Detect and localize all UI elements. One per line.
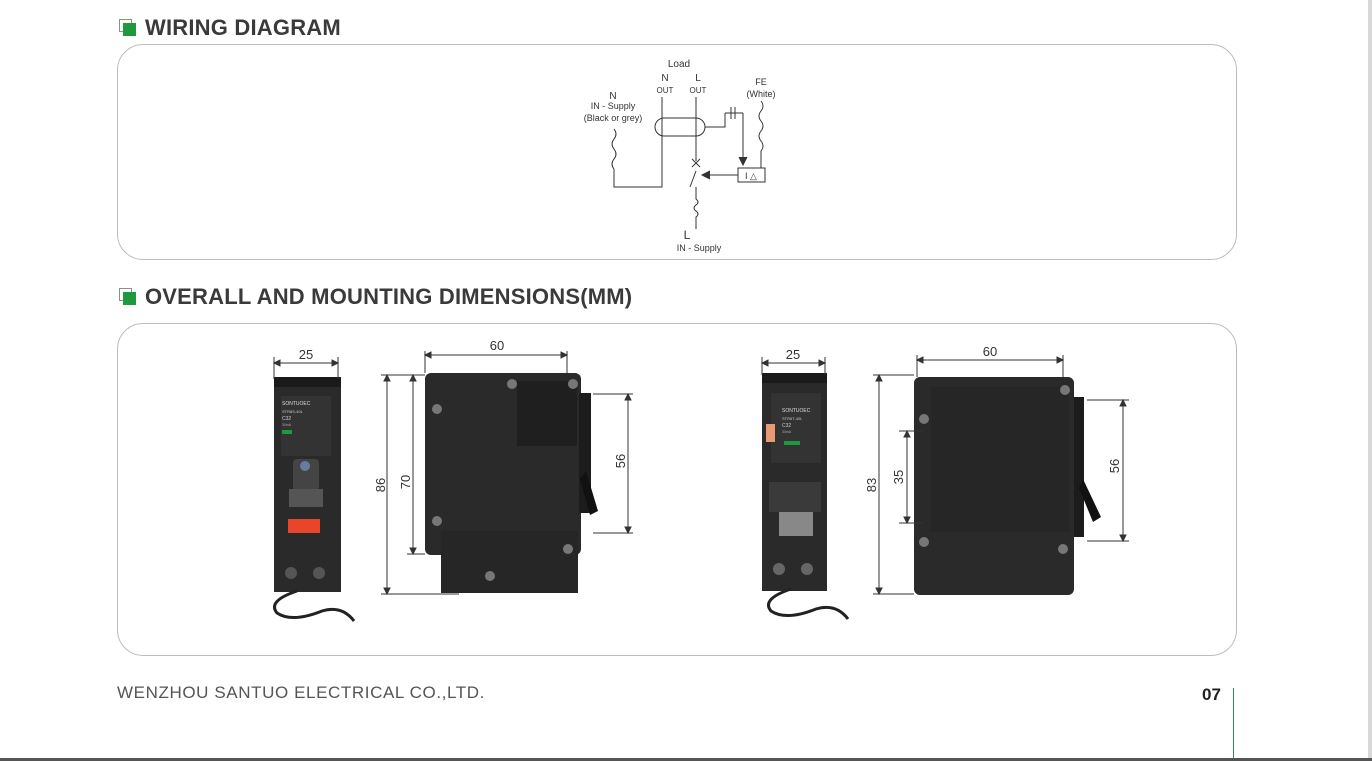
contact-cross [691, 158, 701, 168]
wiring-section-title: WIRING DIAGRAM [119, 15, 341, 41]
l-out-label: OUT [690, 86, 707, 95]
dimensions-panel: SONTUOEC STR8S-40L C32 30mA 25 [117, 323, 1237, 656]
screw-icon [485, 571, 495, 581]
status-window [766, 424, 775, 442]
load-label: Load [668, 59, 690, 70]
toggle-lever [779, 512, 813, 536]
product1-front-width: 25 [299, 347, 313, 362]
screw-icon [432, 516, 442, 526]
screw-icon [919, 537, 929, 547]
product1-overall-height: 86 [373, 478, 388, 492]
screw-icon [1058, 544, 1068, 554]
product2-sensitivity: 30mA [782, 430, 792, 434]
dimension-drawings: SONTUOEC STR8S-40L C32 30mA 25 [272, 338, 1129, 622]
n-out-label: OUT [657, 86, 674, 95]
product2-front-width: 25 [786, 347, 800, 362]
fe-color: (White) [747, 89, 776, 99]
wiring-diagram: Load N OUT L OUT FE (White) N IN - Suppl… [584, 59, 776, 253]
bottom-rule [0, 758, 1372, 761]
test-button [288, 519, 320, 533]
l-out-letter: L [695, 73, 701, 84]
fe-lead-wire [767, 587, 850, 620]
product2-mount-height: 56 [1107, 459, 1122, 473]
product1-brand: SONTUOEC [282, 401, 311, 407]
fe-wave [758, 100, 764, 168]
l-coil [693, 187, 699, 229]
screw-icon [1060, 385, 1070, 395]
product2-inner-height: 35 [891, 470, 906, 484]
screw-icon [507, 379, 517, 389]
relay-label: I △ [745, 171, 757, 181]
fe-label: FE [755, 77, 767, 87]
product1-front-view: SONTUOEC STR8S-40L C32 30mA [273, 377, 356, 622]
screw-icon [919, 414, 929, 424]
n-out-letter: N [661, 73, 668, 84]
screw-icon [432, 404, 442, 414]
arrow-left-icon [700, 170, 711, 180]
product1-rating: C32 [282, 416, 291, 422]
page-edge [1368, 0, 1372, 761]
screw-icon [568, 379, 578, 389]
n-in-color: (Black or grey) [584, 113, 643, 123]
product2-side-width: 60 [983, 344, 997, 359]
product1-mount-height: 56 [613, 454, 628, 468]
fe-lead-wire [273, 589, 356, 622]
product2-front-view: SONTUOEC STR6T-40L C32 30mA [762, 373, 850, 620]
n-supply-wave [611, 128, 617, 170]
screw-icon [563, 544, 573, 554]
indicator-icon [300, 461, 310, 471]
switch-blade [689, 170, 697, 188]
dimensions-section-title: OVERALL AND MOUNTING DIMENSIONS(MM) [119, 284, 632, 310]
footer-company-name: WENZHOU SANTUO ELECTRICAL CO.,LTD. [117, 683, 485, 702]
product2-brand: SONTUOEC [782, 408, 811, 414]
dimensions-title-text: OVERALL AND MOUNTING DIMENSIONS(MM) [145, 284, 633, 309]
product1-model: STR8S-40L [282, 409, 304, 414]
test-button-circuit [705, 107, 743, 128]
toggle-lever [289, 489, 323, 507]
product1-side-width: 60 [490, 338, 504, 353]
n-in-label: IN - Supply [591, 101, 636, 111]
product1-body-height: 70 [398, 475, 413, 489]
arrow-down-icon [738, 156, 748, 167]
product2-model: STR6T-40L [782, 416, 803, 421]
product2-side-view [914, 377, 1101, 595]
wiring-title-text: WIRING DIAGRAM [145, 15, 341, 40]
page-divider [1233, 688, 1234, 761]
n-conductor [613, 97, 663, 188]
l-in-label: IN - Supply [677, 243, 722, 253]
product2-rating: C32 [782, 423, 791, 429]
section-bullet-icon [119, 288, 137, 306]
l-in-letter: L [684, 228, 691, 242]
product1-side-view [425, 373, 598, 593]
product2-overall-height: 83 [864, 478, 879, 492]
n-in-letter: N [609, 91, 616, 102]
page-number: 07 [1202, 685, 1221, 704]
product1-sensitivity: 30mA [282, 423, 292, 427]
wiring-diagram-panel: Load N OUT L OUT FE (White) N IN - Suppl… [117, 44, 1237, 260]
section-bullet-icon [119, 19, 137, 37]
